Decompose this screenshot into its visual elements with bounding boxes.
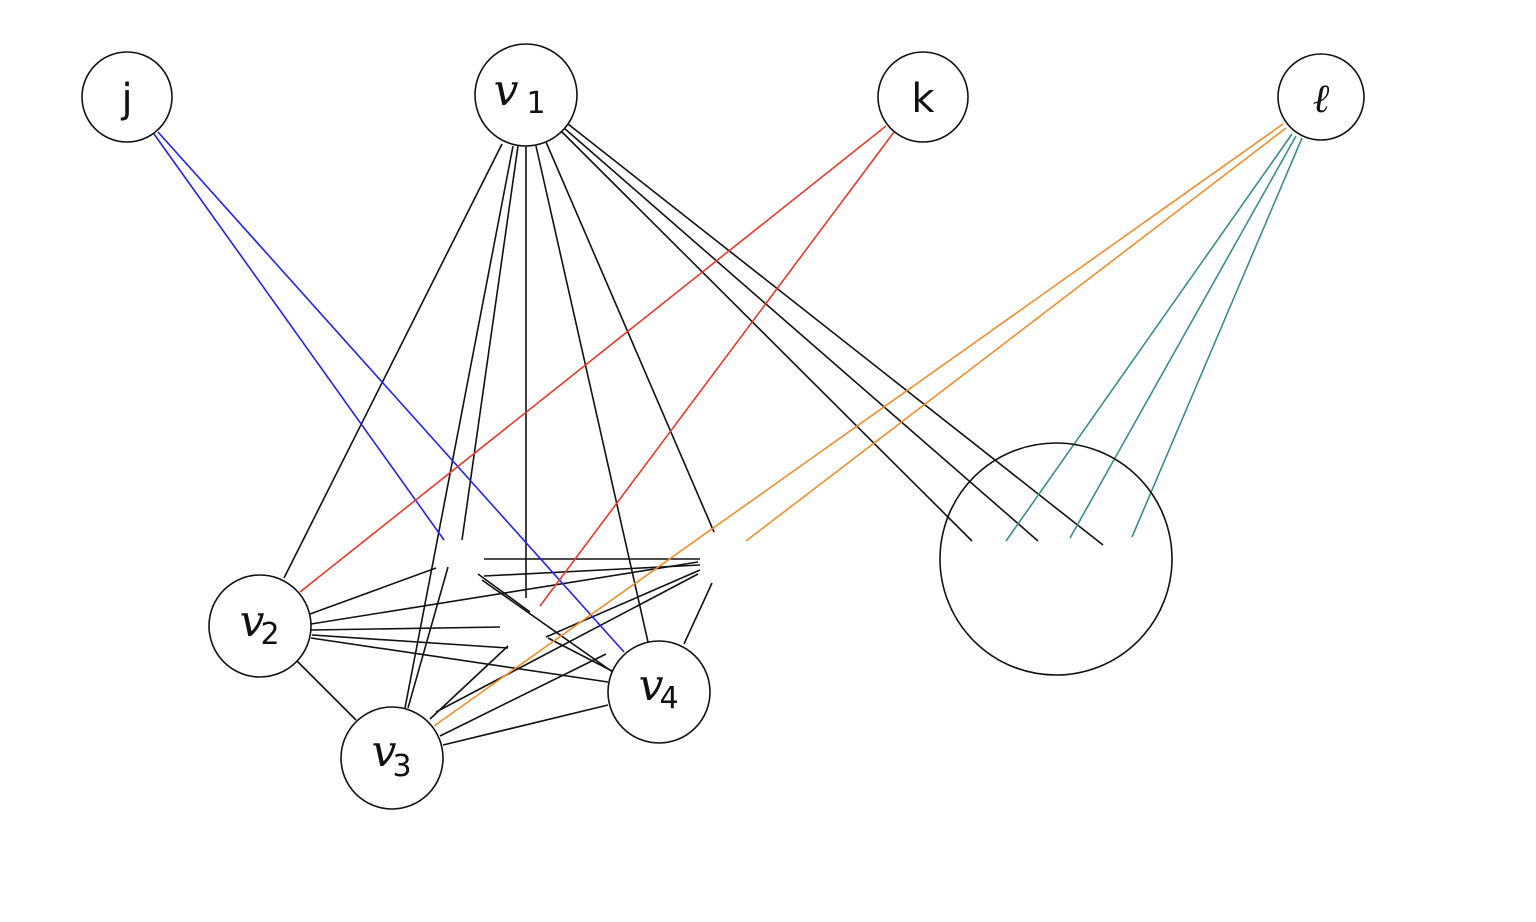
node-v1-circle — [474, 43, 578, 147]
node-v4-subscript: 4 — [659, 681, 678, 716]
node-v2-label: v — [240, 596, 265, 647]
edge-l-big-2 — [1069, 135, 1297, 539]
edge-v2-v3 — [295, 659, 357, 721]
node-v1-subscript: 1 — [526, 86, 545, 121]
edge-s8 — [477, 573, 531, 613]
edge-k-hidden — [539, 131, 895, 607]
node-v1: v 1 — [474, 43, 578, 147]
v1-edges — [283, 123, 1104, 709]
edge-v1-v3 — [404, 145, 514, 709]
edge-s15 — [683, 582, 713, 645]
edge-l-v3 — [433, 123, 1284, 727]
node-j: j — [81, 51, 173, 143]
node-v2: v 2 — [208, 574, 312, 678]
node-v4-circle — [607, 640, 711, 744]
edge-v1-v4 — [535, 145, 649, 643]
edge-s11 — [435, 573, 699, 713]
edge-j-hidden — [153, 133, 445, 541]
node-l-label: ℓ — [1313, 76, 1330, 122]
edge-s12 — [429, 645, 509, 720]
node-big-circle — [939, 442, 1173, 676]
edge-v1-big-3 — [567, 123, 1104, 546]
edge-v2-s1 — [309, 567, 437, 615]
edge-v1-hidden-c — [545, 141, 715, 533]
node-v3: v 3 — [340, 706, 444, 810]
edge-v1-hidden-a — [461, 145, 519, 541]
j-edges — [153, 131, 625, 653]
edge-k-v2 — [299, 125, 887, 593]
edge-v2-v4 — [310, 637, 609, 683]
node-j-circle — [81, 51, 173, 143]
node-v3-circle — [340, 706, 444, 810]
edge-j-v4 — [157, 131, 625, 653]
edge-s9 — [547, 637, 615, 673]
node-l: ℓ — [1277, 53, 1365, 141]
node-v1-label: v — [494, 65, 519, 116]
node-v2-subscript: 2 — [260, 617, 279, 652]
edge-v1-big-1 — [559, 129, 973, 542]
l-teal-edges — [1005, 133, 1303, 542]
edge-s14 — [407, 566, 449, 709]
k-edges — [299, 125, 895, 607]
node-j-label: j — [120, 76, 132, 122]
edge-v3-v4 — [442, 704, 609, 746]
edge-s7 — [481, 579, 625, 681]
node-k-circle — [877, 51, 969, 143]
node-v2-letter: v — [240, 596, 265, 647]
node-k-label: k — [911, 76, 935, 122]
edge-s10 — [545, 569, 701, 638]
edge-l-big-1 — [1005, 133, 1293, 542]
edge-v2-s3 — [310, 626, 501, 631]
node-v4: v 4 — [607, 640, 711, 744]
cluster-edges — [295, 558, 713, 746]
edge-s13 — [439, 653, 607, 737]
node-v4-letter: v — [639, 660, 664, 711]
edge-v1-v2 — [283, 143, 503, 579]
node-k: k — [877, 51, 969, 143]
node-big — [939, 442, 1173, 676]
node-v3-subscript: 3 — [392, 749, 411, 784]
node-l-circle — [1277, 53, 1365, 141]
edge-s6 — [483, 564, 701, 577]
edge-v1-big-2 — [563, 127, 1039, 542]
node-v4-label: v — [639, 660, 664, 711]
edge-s4 — [311, 634, 509, 649]
node-v3-letter: v — [372, 726, 397, 777]
node-v1-letter: v — [494, 65, 519, 116]
node-v3-label: v — [372, 726, 397, 777]
edge-l-big-3 — [1131, 137, 1303, 538]
node-v2-circle — [208, 574, 312, 678]
edge-l-hidden — [745, 127, 1287, 542]
l-orange-edges — [433, 123, 1287, 727]
